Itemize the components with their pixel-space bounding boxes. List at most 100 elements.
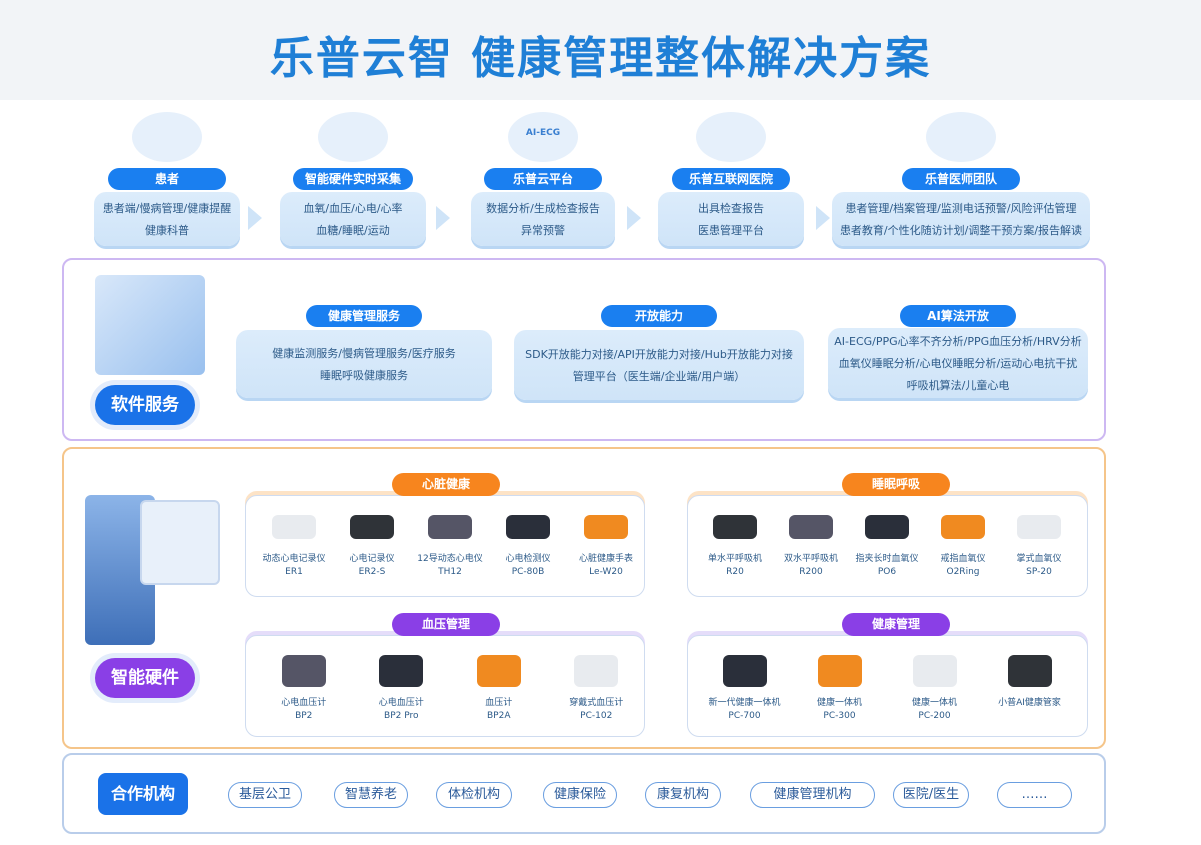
flow-step-label: 患者 [108,168,226,190]
product-model: Le-W20 [589,567,623,577]
partner-pill[interactable]: 健康保险 [543,782,617,808]
product-image [379,655,424,687]
product-item[interactable]: 双水平呼吸机 R200 [771,515,851,579]
product-image [574,655,619,687]
product-image [584,515,628,539]
product-image [789,515,833,539]
product-model: R200 [799,567,823,577]
software-card: AI-ECG/PPG心率不齐分析/PPG血压分析/HRV分析血氧仪睡眠分析/心电… [828,328,1088,398]
product-image [865,515,909,539]
product-image [722,655,767,687]
partner-pill[interactable]: 体检机构 [436,782,512,808]
partner-pill[interactable]: 健康管理机构 [750,782,875,808]
arrow-right-icon [627,206,641,230]
product-image [350,515,394,539]
product-name: 双水平呼吸机 [783,554,838,564]
software-card-text: 呼吸机算法/儿童心电 [906,379,1010,392]
product-item[interactable]: 健康一体机 PC-300 [800,655,880,723]
hardware-group [687,495,1088,597]
software-card-text: AI-ECG/PPG心率不齐分析/PPG血压分析/HRV分析 [834,335,1082,348]
flow-illustration-3 [696,112,766,162]
flow-step-text: 血糖/睡眠/运动 [316,224,390,237]
flow-step-text: 患者管理/档案管理/监测电话预警/风险评估管理 [845,202,1077,215]
product-image [713,515,757,539]
partner-pill[interactable]: 基层公卫 [228,782,302,808]
partner-pill[interactable]: 康复机构 [645,782,721,808]
product-item[interactable]: 血压计 BP2A [459,655,539,723]
flow-step-label: 乐普互联网医院 [672,168,790,190]
product-item[interactable]: 健康一体机 PC-200 [895,655,975,723]
product-item[interactable]: 新一代健康一体机 PC-700 [705,655,785,723]
product-image [506,515,550,539]
hardware-section [62,447,1106,749]
product-model: PC-300 [823,711,856,721]
hardware-group-label: 血压管理 [392,613,500,636]
hardware-group-label: 心脏健康 [392,473,500,496]
product-name: 12导动态心电仪 [417,554,483,564]
partner-pill[interactable]: 医院/医生 [893,782,969,808]
product-name: 新一代健康一体机 [708,698,781,708]
software-card-label: AI算法开放 [900,305,1016,327]
partners-label: 合作机构 [98,773,188,815]
page-title: 乐普云智 健康管理整体解决方案 [269,33,932,84]
software-card: 健康监测服务/慢病管理服务/医疗服务睡眠呼吸健康服务 [236,330,492,398]
ai-ecg-icon-text: AI-ECG [525,128,561,138]
product-image [272,515,316,539]
flow-step-label: 乐普医师团队 [902,168,1020,190]
product-item[interactable]: 穿戴式血压计 PC-102 [556,655,636,723]
smart-hardware-label: 智能硬件 [95,658,195,698]
product-model: R20 [726,567,744,577]
arrow-right-icon [436,206,450,230]
flow-step-card: 数据分析/生成检查报告异常预警 [471,192,615,246]
product-item[interactable]: 小普AI健康管家 [990,655,1070,710]
arrow-right-icon [248,206,262,230]
product-model: SP-20 [1026,567,1052,577]
product-model: PC-80B [511,567,545,577]
flow-illustration-1 [318,112,388,162]
flow-step-label: 乐普云平台 [484,168,602,190]
arrow-right-icon [816,206,830,230]
product-item[interactable]: 12导动态心电仪 TH12 [410,515,490,579]
header-band [0,0,1201,100]
partner-pill[interactable]: 智慧养老 [334,782,408,808]
product-name: 穿戴式血压计 [569,698,624,708]
software-card-text: 血氧仪睡眠分析/心电仪睡眠分析/运动心电抗干扰 [838,357,1078,370]
product-name: 血压计 [485,698,513,708]
flow-illustration-0 [132,112,202,162]
product-model: BP2 Pro [384,711,419,721]
partner-pill[interactable]: …… [997,782,1072,808]
product-name: 戒指血氧仪 [940,554,986,564]
flow-step-text: 健康科普 [145,224,189,237]
product-model: BP2 [295,711,313,721]
software-card-text: 睡眠呼吸健康服务 [320,369,408,382]
product-name: 健康一体机 [816,698,862,708]
software-card-label: 健康管理服务 [306,305,422,327]
product-model: PC-102 [580,711,613,721]
product-model: PC-700 [728,711,761,721]
product-model: BP2A [487,711,511,721]
software-card-label: 开放能力 [601,305,717,327]
product-name: 健康一体机 [911,698,957,708]
software-section [62,258,1106,441]
flow-step-card: 血氧/血压/心电/心率血糖/睡眠/运动 [280,192,426,246]
product-model: TH12 [438,567,462,577]
product-name: 心电记录仪 [349,554,395,564]
product-name: 心电血压计 [281,698,327,708]
product-name: 动态心电记录仪 [262,554,326,564]
flow-illustration-2 [508,112,578,162]
hardware-group [245,495,645,597]
product-item[interactable]: 心电血压计 BP2 [264,655,344,723]
software-card: SDK开放能力对接/API开放能力对接/Hub开放能力对接管理平台（医生端/企业… [514,330,804,400]
product-image [912,655,957,687]
product-image [476,655,521,687]
product-model: PC-200 [918,711,951,721]
